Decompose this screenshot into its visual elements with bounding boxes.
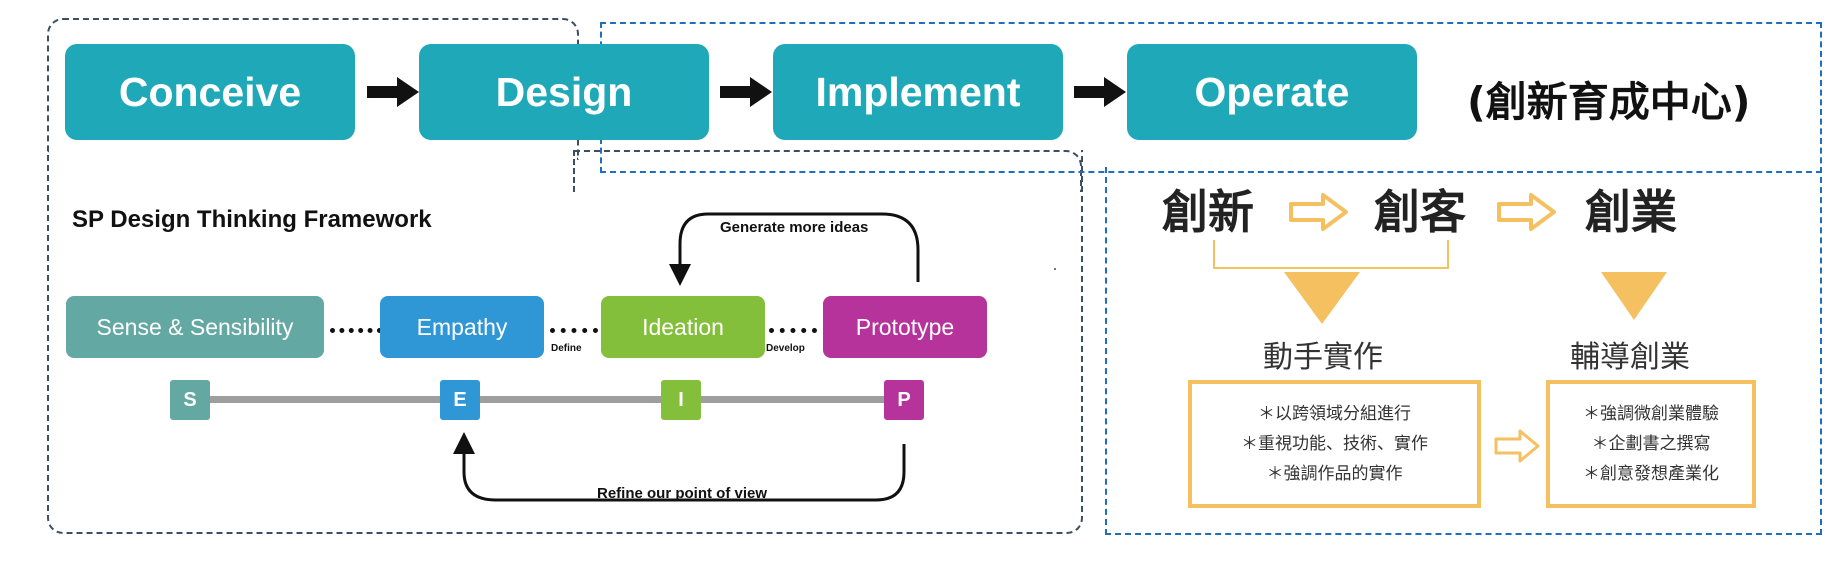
bracket-connector: [1213, 240, 1449, 269]
loop-arrow-top: [669, 212, 920, 286]
list-item: ＊創意發想產業化: [1583, 464, 1719, 484]
cdio-conceive: Conceive: [65, 44, 355, 140]
stage-entrepreneurship: 創業: [1585, 185, 1677, 239]
outcome-startup-guidance: 輔導創業: [1570, 340, 1690, 375]
letter-e: E: [440, 380, 480, 420]
list-item: ＊重視功能、技術、實作: [1241, 434, 1428, 454]
triangle-down-icon: [1601, 272, 1667, 320]
cdio-implement: Implement: [773, 44, 1063, 140]
framework-frame-left: [47, 150, 1083, 534]
list-item: ＊企劃書之撰寫: [1591, 434, 1711, 454]
letter-p: P: [884, 380, 924, 420]
refine-point-of-view-label: Refine our point of view: [597, 485, 768, 502]
loop-arrow-bottom: [453, 432, 906, 502]
outcome-hands-on: 動手實作: [1263, 340, 1383, 375]
stage-innovation: 創新: [1162, 185, 1254, 239]
generate-more-ideas-label: Generate more ideas: [720, 219, 869, 236]
arrow-right-icon: [1074, 77, 1126, 107]
list-item: ＊以跨領域分組進行: [1258, 404, 1411, 424]
arrow-right-icon: [367, 77, 419, 107]
connector-dots: [330, 328, 382, 333]
letter-s: S: [170, 380, 210, 420]
hands-on-box: ＊以跨領域分組進行 ＊重視功能、技術、實作 ＊強調作品的實作: [1188, 380, 1481, 508]
small-dot: [1054, 268, 1056, 270]
stage-maker: 創客: [1374, 185, 1466, 239]
arrow-right-icon: [720, 77, 772, 107]
define-label: Define: [551, 343, 582, 354]
outline-arrow-icon: [1497, 193, 1556, 231]
develop-label: Develop: [766, 343, 805, 354]
list-item: ＊強調作品的實作: [1266, 464, 1403, 484]
letter-i: I: [661, 380, 701, 420]
triangle-down-icon: [1284, 272, 1360, 324]
incubation-center-label: (創新育成中心): [1467, 78, 1751, 126]
timeline-line: [190, 396, 890, 403]
stage-empathy: Empathy: [380, 296, 544, 358]
outline-arrow-icon: [1289, 193, 1348, 231]
stage-prototype: Prototype: [823, 296, 987, 358]
connector-dots: [769, 328, 817, 333]
right-panel-frame: [1105, 167, 1822, 535]
outline-arrow-icon: [1494, 429, 1540, 463]
cdio-design: Design: [419, 44, 709, 140]
stage-sense-sensibility: Sense & Sensibility: [66, 296, 324, 358]
stage-ideation: Ideation: [601, 296, 765, 358]
framework-title: SP Design Thinking Framework: [72, 206, 432, 233]
cdio-operate: Operate: [1127, 44, 1417, 140]
startup-box: ＊強調微創業體驗 ＊企劃書之撰寫 ＊創意發想產業化: [1546, 380, 1756, 508]
connector-dots: [550, 328, 598, 333]
list-item: ＊強調微創業體驗: [1583, 404, 1719, 424]
